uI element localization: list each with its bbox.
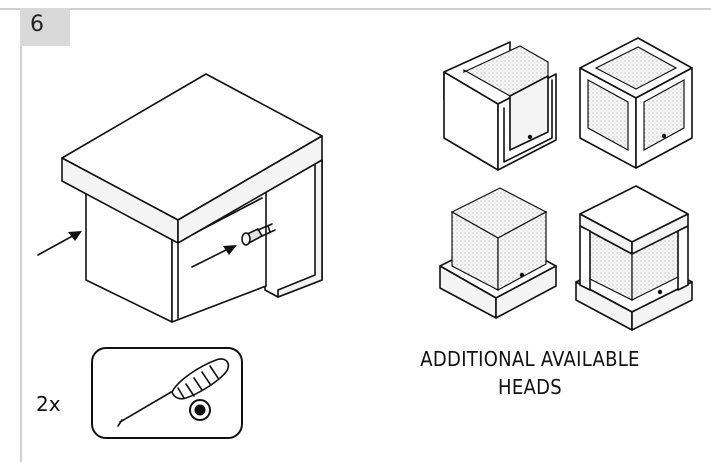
- hex-socket-icon: [189, 399, 211, 421]
- caption-line-1: ADDITIONAL AVAILABLE: [420, 347, 640, 371]
- head-u-frame: [443, 41, 557, 171]
- left-divider: [20, 44, 22, 462]
- step-number: 6: [30, 12, 44, 37]
- head-cube-frame: [579, 37, 693, 169]
- caption-line-2: HEADS: [498, 375, 562, 399]
- insert-arrow-screw: [191, 245, 237, 268]
- additional-heads-caption: ADDITIONAL AVAILABLE HEADS: [352, 345, 708, 401]
- head-cube-diffuser: [439, 187, 557, 319]
- top-divider: [0, 8, 711, 10]
- tool-quantity: 2x: [36, 392, 61, 416]
- lamp-top-slab-right: [177, 135, 323, 244]
- tool-box: [91, 347, 243, 439]
- insert-arrow-left: [37, 231, 82, 256]
- head-post-frame: [575, 185, 693, 331]
- screw-icon: [241, 223, 276, 246]
- screwdriver-icon: [117, 358, 230, 427]
- step-badge: [20, 8, 70, 46]
- main-lamp-drawing: [37, 73, 323, 323]
